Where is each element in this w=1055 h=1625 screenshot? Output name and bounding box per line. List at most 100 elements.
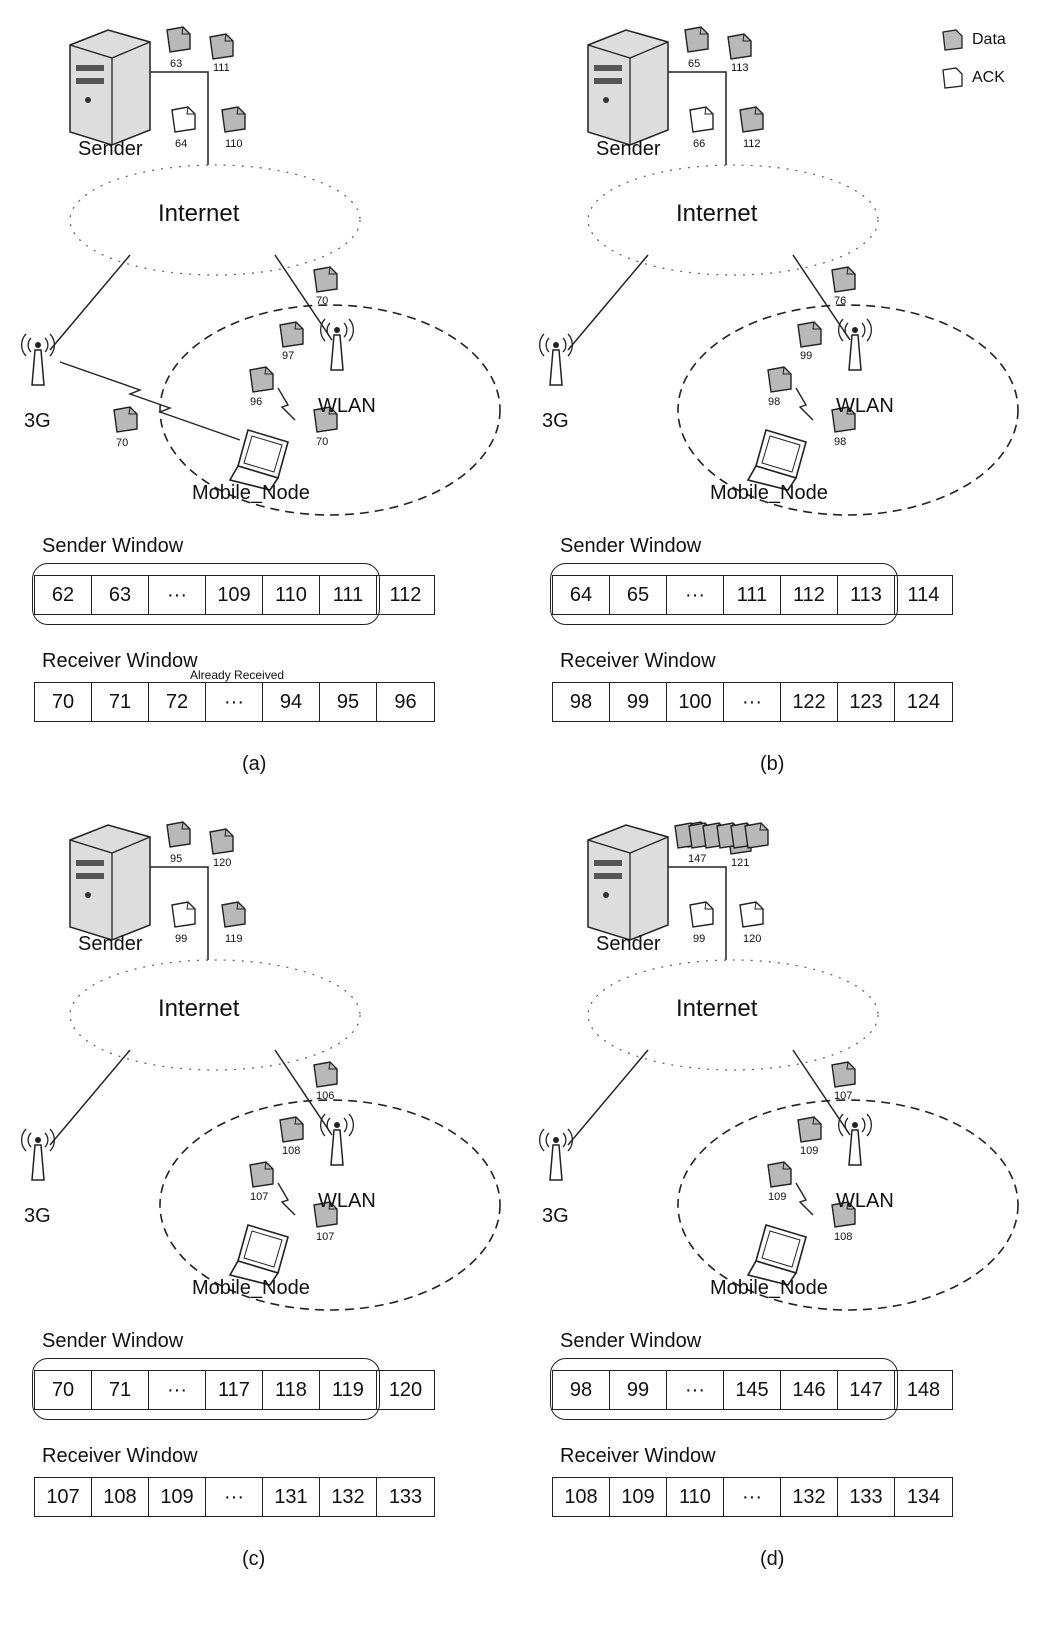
sender-window-cell: 146 xyxy=(781,1371,838,1409)
cellular-antenna-icon xyxy=(22,1129,55,1180)
receiver-window-cell: 95 xyxy=(320,683,377,721)
mobile-node-label: Mobile_Node xyxy=(192,1277,310,1300)
cellular-link xyxy=(60,362,240,440)
wlan-label: WLAN xyxy=(318,395,376,418)
packet-number: 70 xyxy=(316,295,328,307)
network-scene xyxy=(20,10,540,530)
receiver-window-cell: 108 xyxy=(553,1478,610,1516)
packet-wlan-1 xyxy=(280,1117,303,1142)
receiver-window-title: Receiver Window xyxy=(42,1445,198,1468)
receiver-window-cell: 124 xyxy=(895,683,952,721)
receiver-window-cell: 132 xyxy=(320,1478,377,1516)
sender-window-cell: 98 xyxy=(553,1371,610,1409)
sender-window-cell: 99 xyxy=(610,1371,667,1409)
legend-ack: ACK xyxy=(940,66,1006,90)
packet-top-3 xyxy=(690,107,713,132)
receiver-window-cell: 123 xyxy=(838,683,895,721)
receiver-window-cell: 108 xyxy=(92,1478,149,1516)
wireless-bolt-icon xyxy=(796,388,813,420)
receiver-window-cell: 72 xyxy=(149,683,206,721)
packet-number: 111 xyxy=(213,62,230,74)
sender-window-cell: 145 xyxy=(724,1371,781,1409)
panel-caption: (c) xyxy=(242,1548,265,1571)
packet-wlan-2 xyxy=(768,1162,791,1187)
packet-top-2 xyxy=(210,34,233,59)
packet-number: 120 xyxy=(213,857,231,869)
packet-top-1 xyxy=(167,27,190,52)
receiver-window-cell: 109 xyxy=(610,1478,667,1516)
sender-window-cell: 71 xyxy=(92,1371,149,1409)
sender-label: Sender xyxy=(596,138,661,161)
sender-window-cell: 118 xyxy=(263,1371,320,1409)
packet-number: 97 xyxy=(282,350,294,362)
packet-number: 70 xyxy=(316,436,328,448)
cellular-backhaul xyxy=(50,255,130,350)
packet-number: 99 xyxy=(175,933,187,945)
packet-top-3 xyxy=(172,902,195,927)
cellular-antenna-icon xyxy=(22,334,55,385)
packet-number: 76 xyxy=(834,295,846,307)
sender-window-title: Sender Window xyxy=(560,1330,701,1353)
packet-burst xyxy=(745,823,768,848)
packet-wlan-ap xyxy=(314,1062,337,1087)
wlan-antenna-icon xyxy=(839,1114,872,1165)
cellular-antenna-icon xyxy=(540,334,573,385)
receiver-window-title: Receiver Window xyxy=(42,650,198,673)
legend-data: Data xyxy=(940,28,1006,52)
cellular-antenna-icon xyxy=(540,1129,573,1180)
sender-window-cells: 7071···117118119120 xyxy=(34,1370,435,1410)
cellular-backhaul xyxy=(568,1050,648,1145)
wlan-antenna-icon xyxy=(839,319,872,370)
legend-ack-label: ACK xyxy=(972,69,1005,87)
packet-top-4 xyxy=(740,107,763,132)
packet-top-1 xyxy=(685,27,708,52)
wlan-antenna-icon xyxy=(321,319,354,370)
packet-number: 99 xyxy=(800,350,812,362)
packet-number: 107 xyxy=(316,1231,334,1243)
receiver-window-cell: 107 xyxy=(35,1478,92,1516)
sender-window-cell: 147 xyxy=(838,1371,895,1409)
laptop-icon xyxy=(748,1225,806,1285)
laptop-icon xyxy=(748,430,806,490)
sender-window-cell: 110 xyxy=(263,576,320,614)
packet-number: 99 xyxy=(693,933,705,945)
receiver-window-cells: 9899100···122123124 xyxy=(552,682,953,722)
packet-wlan-ap xyxy=(832,267,855,292)
sender-window-cell: 63 xyxy=(92,576,149,614)
cellular-label: 3G xyxy=(542,1205,569,1228)
data-packet-icon xyxy=(940,28,966,52)
sender-window-cell: 64 xyxy=(553,576,610,614)
receiver-window-cell: 98 xyxy=(553,683,610,721)
packet-top-4 xyxy=(222,902,245,927)
sender-window-cell: 112 xyxy=(781,576,838,614)
packet-number: 113 xyxy=(731,62,749,74)
wlan-label: WLAN xyxy=(836,395,894,418)
sender-window-cell: 65 xyxy=(610,576,667,614)
packet-cell-link xyxy=(114,407,137,432)
receiver-window-cell: 94 xyxy=(263,683,320,721)
panel-d: SenderInternet3GWLANMobile_Node147121991… xyxy=(538,805,1055,1615)
packet-number: 147 xyxy=(688,853,706,865)
packet-number: 110 xyxy=(225,138,243,150)
sender-window-cell: 119 xyxy=(320,1371,377,1409)
sender-label: Sender xyxy=(596,933,661,956)
packet-wlan-2 xyxy=(768,367,791,392)
packet-number: 121 xyxy=(731,857,749,869)
internet-label: Internet xyxy=(676,200,757,228)
packet-number: 98 xyxy=(834,436,846,448)
panel-caption: (a) xyxy=(242,753,266,776)
packet-number: 107 xyxy=(250,1191,268,1203)
sender-window-title: Sender Window xyxy=(42,535,183,558)
receiver-window-cell: 70 xyxy=(35,683,92,721)
packet-number: 96 xyxy=(250,396,262,408)
sender-window-cell: 120 xyxy=(377,1371,434,1409)
wlan-antenna-icon xyxy=(321,1114,354,1165)
cellular-label: 3G xyxy=(24,1205,51,1228)
packet-number: 63 xyxy=(170,58,182,70)
packet-number: 106 xyxy=(316,1090,334,1102)
